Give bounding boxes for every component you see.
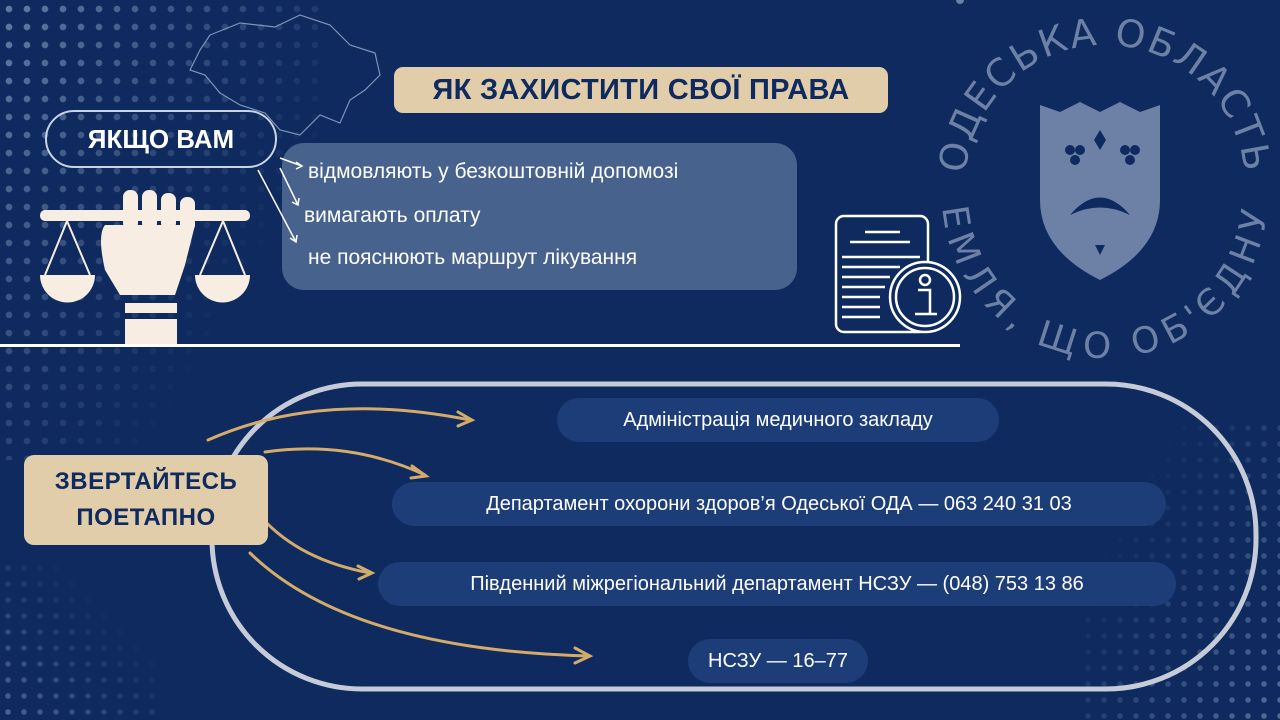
issue-item: не пояснюють маршрут лікування xyxy=(308,246,638,269)
contact-pill: Департамент охорони здоров’я Одеської ОД… xyxy=(392,482,1166,526)
odesa-region-emblem: ОДЕСЬКА ОБЛАСТЬ ЗЕМЛЯ, ЩО ОБ'ЄДНУЄ xyxy=(930,0,1278,368)
issue-item: відмовляють у безкоштовній допомозі xyxy=(308,160,679,183)
justice-fist-icon xyxy=(40,190,250,344)
contact-pill: НСЗУ — 16–77 xyxy=(688,639,868,683)
halftone-decoration xyxy=(0,560,160,720)
issue-item: вимагають оплату xyxy=(304,204,481,227)
gold-arrows xyxy=(206,407,594,665)
document-info-icon xyxy=(834,214,962,334)
contact-pill: Адміністрація медичного закладу xyxy=(557,398,999,442)
section-divider xyxy=(0,344,960,347)
page-title: ЯК ЗАХИСТИТИ СВОЇ ПРАВА xyxy=(394,67,888,113)
step-label-line2: ПОЕТАПНО xyxy=(76,504,216,531)
arrows-icon xyxy=(257,157,304,244)
step-label-line1: ЗВЕРТАЙТЕСЬ xyxy=(54,468,238,495)
step-by-step-label: ЗВЕРТАЙТЕСЬ ПОЕТАПНО xyxy=(24,455,268,545)
contact-pill: Південний міжрегіональний департамент НС… xyxy=(378,562,1176,606)
issues-box: відмовляють у безкоштовній допомозі вима… xyxy=(282,143,797,290)
if-you-label: ЯКЩО ВАМ xyxy=(45,110,277,168)
ukraine-map-outline xyxy=(189,14,381,136)
